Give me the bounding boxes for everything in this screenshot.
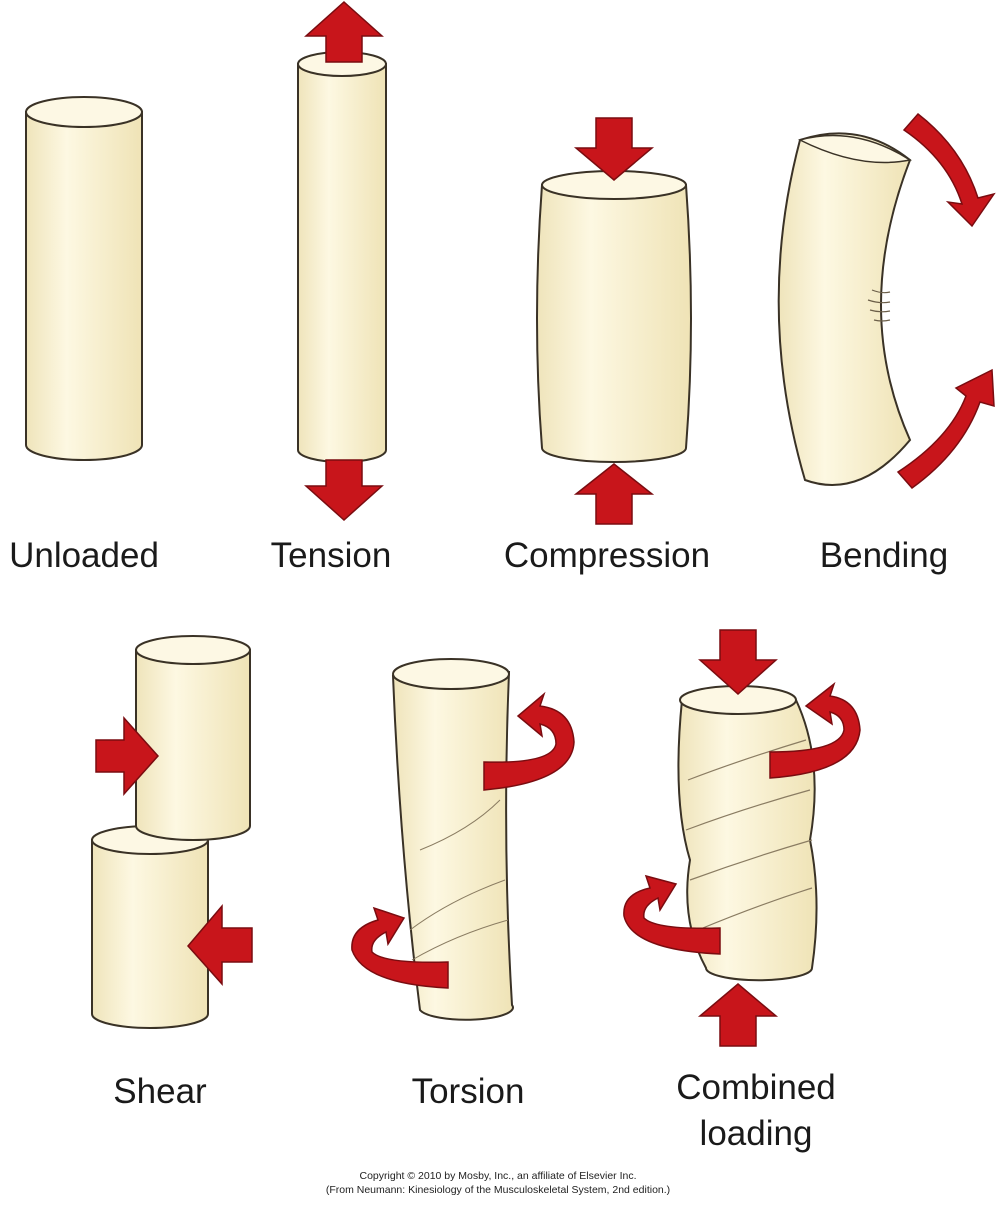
copyright-line: Copyright © 2010 by Mosby, Inc., an affi… xyxy=(359,1170,637,1182)
torsion-arrow-bottom xyxy=(351,906,449,989)
shear-arrow-right xyxy=(95,716,160,796)
torsion-cylinder xyxy=(391,658,514,1021)
label-torsion: Torsion xyxy=(411,1072,525,1111)
combined-arrow-twist-top xyxy=(769,681,861,779)
bending-arrow-top xyxy=(902,112,996,228)
label-shear: Shear xyxy=(113,1072,207,1111)
bending-arrow-bottom xyxy=(896,368,995,490)
label-combined-line1: Combined xyxy=(676,1068,836,1107)
label-compression: Compression xyxy=(503,536,711,575)
label-unloaded: Unloaded xyxy=(9,536,159,575)
compression-arrow-top xyxy=(573,117,655,181)
shear-upper-cylinder xyxy=(135,635,251,841)
combined-arrow-bottom xyxy=(697,983,779,1047)
shear-lower-cylinder xyxy=(91,825,209,1029)
tension-arrow-down xyxy=(304,459,384,522)
source-line: (From Neumann: Kinesiology of the Muscul… xyxy=(325,1184,671,1196)
torsion-arrow-top xyxy=(483,691,575,791)
tension-cylinder xyxy=(297,51,387,463)
compression-arrow-bottom xyxy=(573,463,655,525)
shear-arrow-left xyxy=(187,903,253,986)
combined-arrow-top xyxy=(698,629,778,696)
compression-cylinder xyxy=(536,170,692,463)
combined-arrow-twist-bottom xyxy=(623,874,721,955)
label-combined-line2: loading xyxy=(699,1114,813,1153)
label-tension: Tension xyxy=(270,536,392,575)
label-bending: Bending xyxy=(819,536,949,575)
unloaded-cylinder xyxy=(25,96,143,461)
bending-cylinder xyxy=(777,132,912,486)
tension-arrow-up xyxy=(304,0,384,63)
